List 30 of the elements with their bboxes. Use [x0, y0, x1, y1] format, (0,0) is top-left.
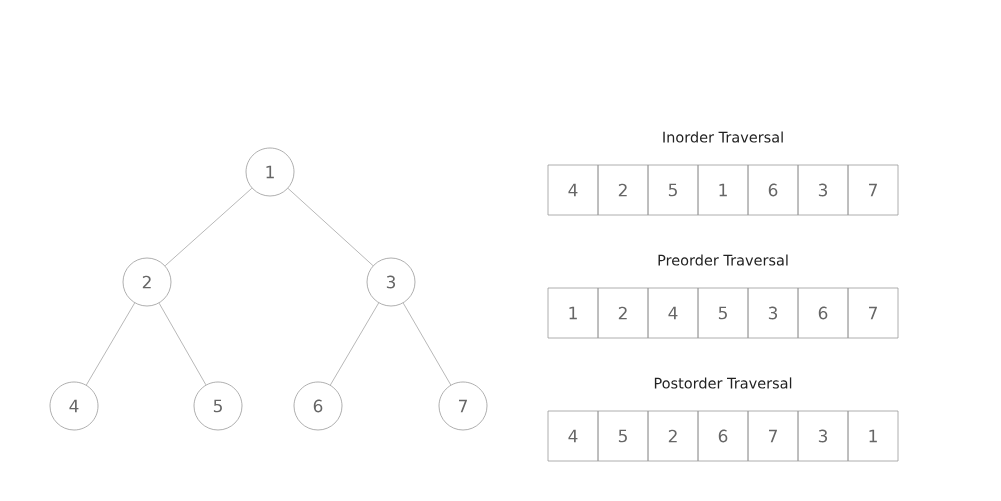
traversal-heading: Postorder Traversal: [654, 377, 792, 389]
array-cell: 7: [847, 287, 899, 339]
tree-edge: [158, 302, 207, 386]
tree-edge: [330, 302, 379, 386]
tree-edge: [86, 302, 135, 386]
traversal-heading: Inorder Traversal: [663, 131, 783, 143]
array-cell: 6: [747, 164, 799, 216]
array-cell: 5: [597, 410, 649, 462]
array-cell: 6: [697, 410, 749, 462]
tree-edge: [164, 187, 253, 267]
array-cell: 4: [547, 410, 599, 462]
array-cell: 7: [747, 410, 799, 462]
array-cell: 2: [647, 410, 699, 462]
array-cell: 7: [847, 164, 899, 216]
array-cell: 3: [747, 287, 799, 339]
array-cell: 5: [647, 164, 699, 216]
tree-edge: [287, 188, 374, 266]
array-cell: 1: [697, 164, 749, 216]
array-cell: 6: [797, 287, 849, 339]
array-cell: 1: [547, 287, 599, 339]
array-cell: 2: [597, 287, 649, 339]
array-cell: 3: [797, 410, 849, 462]
array-cell: 5: [697, 287, 749, 339]
array-cell: 3: [797, 164, 849, 216]
traversal-heading: Preorder Traversal: [658, 254, 788, 266]
array-cell: 4: [547, 164, 599, 216]
array-cell: 1: [847, 410, 899, 462]
array-cell: 2: [597, 164, 649, 216]
tree-edge: [402, 302, 452, 386]
array-cell: 4: [647, 287, 699, 339]
